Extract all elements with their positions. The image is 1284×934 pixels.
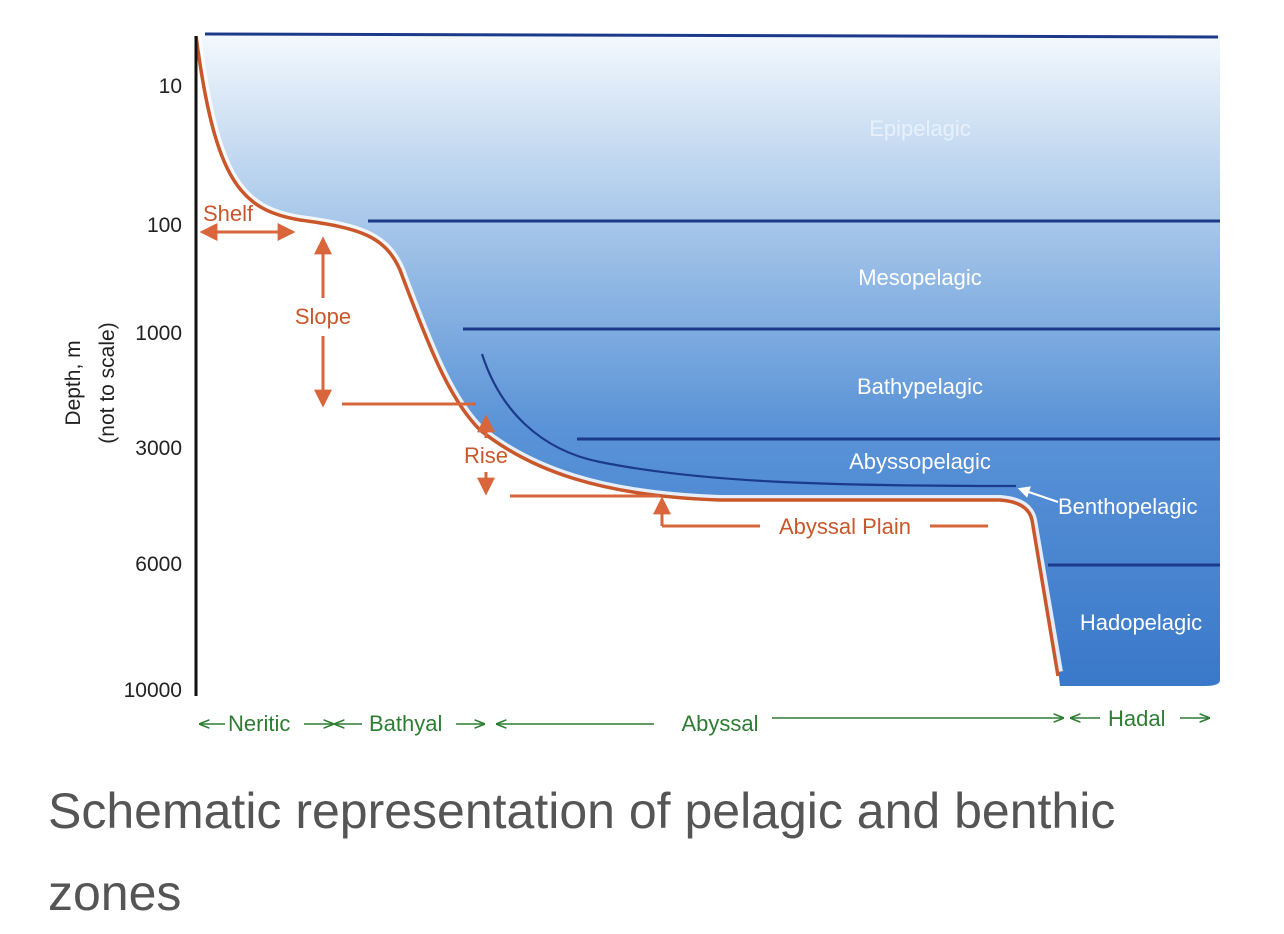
feature-label-rise: Rise [464, 443, 508, 468]
zone-label-neritic: Neritic [228, 711, 290, 736]
benthopelagic-boundary [480, 353, 1017, 488]
feature-label-abyssal-plain: Abyssal Plain [779, 514, 911, 539]
sea-surface-line [204, 32, 1219, 39]
zone-label-mesopelagic: Mesopelagic [858, 265, 982, 290]
y-tick-label: 100 [147, 214, 182, 237]
zone-label-hadopelagic: Hadopelagic [1080, 610, 1202, 635]
zone-label-benthopelagic: Benthopelagic [1058, 494, 1197, 519]
seafloor-profile [194, 35, 1060, 677]
y-axis-title-text: Depth, m [62, 340, 85, 425]
zone-label-hadal: Hadal [1108, 706, 1165, 731]
zone-label-abyssopelagic: Abyssopelagic [849, 449, 991, 474]
y-tick-label: 10000 [124, 679, 182, 702]
y-tick-label: 3000 [135, 437, 182, 460]
y-tick-label: 10 [159, 75, 182, 98]
feature-label-slope: Slope [295, 304, 351, 329]
y-axis-subtitle-text: (not to scale) [96, 322, 119, 443]
zone-label-abyssal: Abyssal [681, 711, 758, 736]
benthopelagic-pointer-arrow [1017, 486, 1059, 503]
feature-label-shelf: Shelf [203, 201, 254, 226]
y-tick-label: 1000 [135, 322, 182, 345]
zone-label-epipelagic: Epipelagic [869, 116, 971, 141]
zone-label-bathypelagic: Bathypelagic [857, 374, 983, 399]
ocean-water [196, 36, 1220, 686]
y-tick-label: 6000 [135, 553, 182, 576]
ocean-zones-diagram: Depth, m (not to scale) 10 100 1000 3000… [62, 32, 1220, 736]
figure-caption: Schematic representation of pelagic and … [48, 783, 1116, 921]
y-axis-title: Depth, m (not to scale) [62, 322, 119, 443]
zone-label-bathyal: Bathyal [369, 711, 442, 736]
